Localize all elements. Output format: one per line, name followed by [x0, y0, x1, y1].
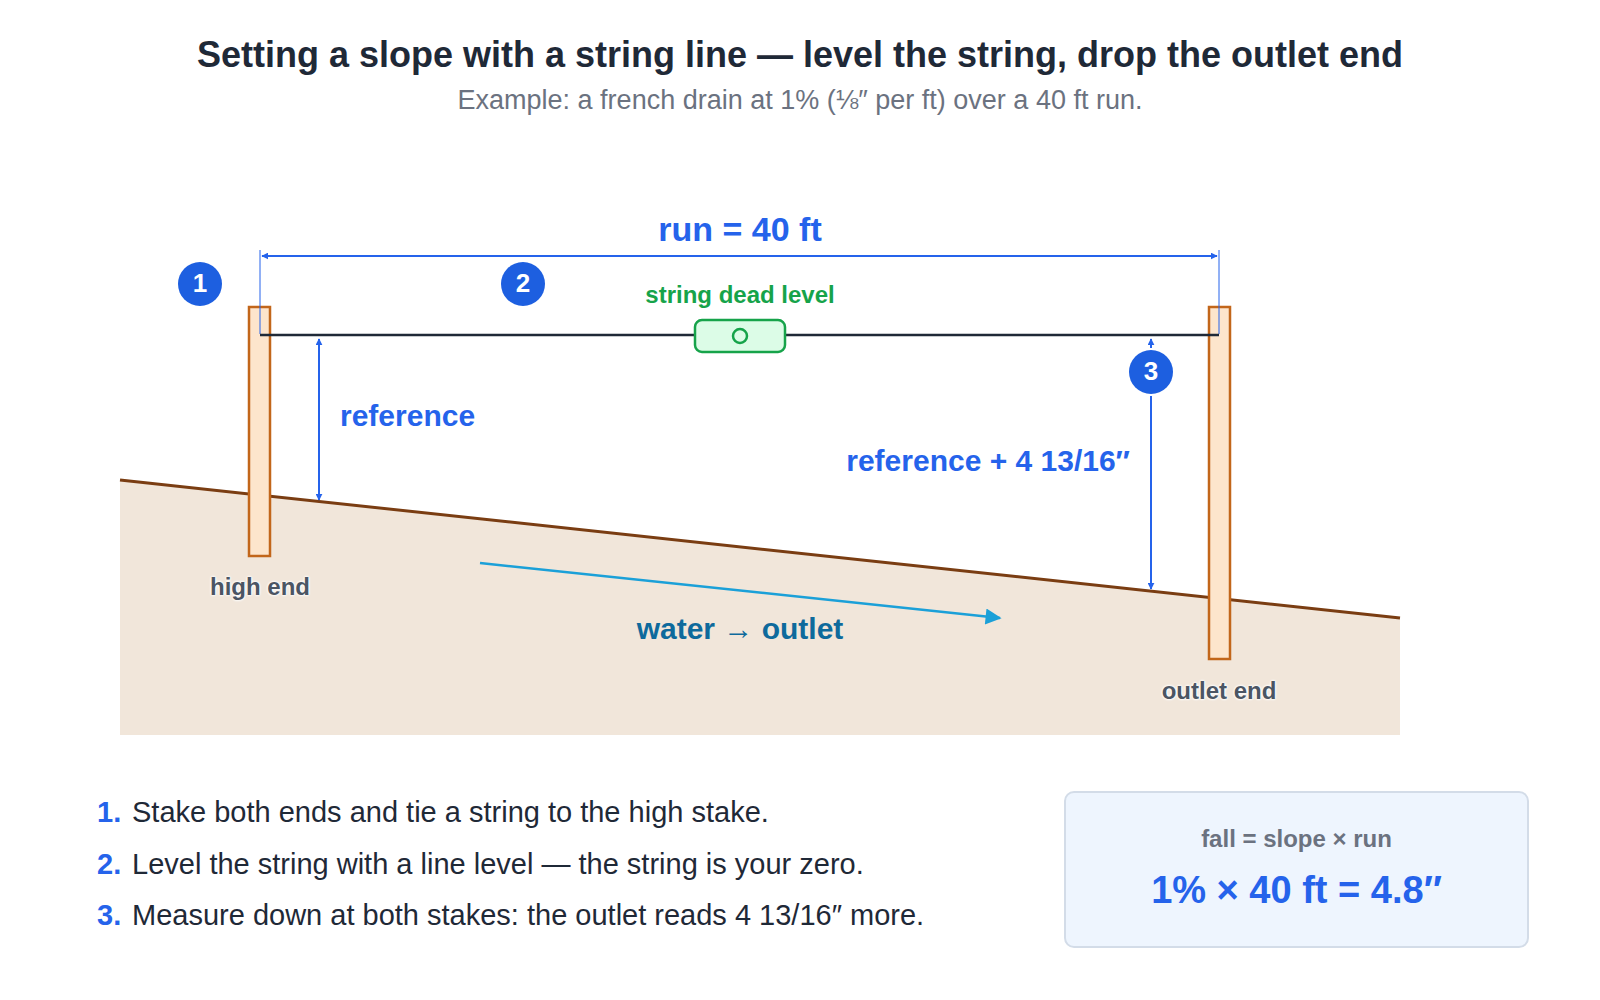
- diagram-caption: Example: a french drain at 1% (⅛″ per ft…: [458, 85, 1143, 116]
- dimension-label: reference + 4 13/16″: [846, 444, 1130, 479]
- level-bubble: [733, 329, 747, 343]
- level-label: string dead level: [645, 281, 834, 309]
- callout-circle: [1129, 350, 1173, 394]
- dimension-label: run = 40 ft: [658, 210, 821, 249]
- extension-line: [260, 250, 261, 334]
- step-number: 1.: [97, 796, 121, 829]
- callout-circle: [178, 262, 222, 306]
- callout-number: 2: [516, 269, 530, 299]
- outlet-dimension: [1150, 339, 1152, 348]
- step-number: 2.: [97, 848, 121, 881]
- high-stake: [249, 307, 270, 556]
- step-text: Level the string with a line level — the…: [132, 848, 864, 881]
- line-level: [695, 320, 785, 352]
- callout-circle: [501, 262, 545, 306]
- reference-dimension: [318, 339, 320, 500]
- stake-label: outlet end: [1162, 677, 1277, 705]
- step-number: 3.: [97, 899, 121, 932]
- extension-line: [1219, 250, 1220, 334]
- outlet-stake: [1209, 307, 1230, 659]
- callout-number: 3: [1144, 357, 1158, 387]
- formula-heading: fall = slope × run: [1201, 825, 1392, 854]
- stake-label: high end: [210, 573, 310, 601]
- formula-value: 1% × 40 ft = 4.8″: [1151, 868, 1442, 914]
- step-text: Stake both ends and tie a string to the …: [132, 796, 769, 829]
- flow-label: water → outlet: [637, 612, 844, 647]
- formula-box: fall = slope × run 1% × 40 ft = 4.8″: [1064, 791, 1529, 948]
- callout-number: 1: [193, 269, 207, 299]
- diagram-title: Setting a slope with a string line — lev…: [197, 34, 1403, 75]
- step-text: Measure down at both stakes: the outlet …: [132, 899, 924, 932]
- dimension-label: reference: [340, 399, 475, 434]
- water-arrow: [480, 563, 1000, 618]
- outlet-dimension: [1150, 396, 1152, 589]
- run-dimension: [262, 255, 1217, 257]
